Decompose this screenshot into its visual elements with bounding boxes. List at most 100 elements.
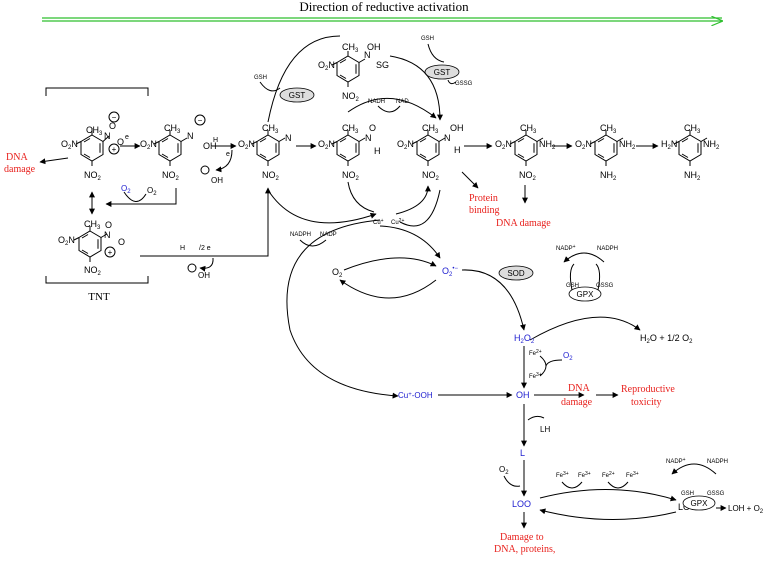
ch3-label: CH3 (86, 125, 103, 137)
water-half-oxygen: H2O + 1/2 O2 (640, 333, 693, 345)
svg-text:NO2: NO2 (422, 170, 440, 182)
svg-text:O: O (118, 237, 125, 247)
svg-text:NO2: NO2 (342, 170, 360, 182)
svg-text:GSSG: GSSG (707, 491, 725, 497)
svg-text:O2N: O2N (238, 139, 255, 151)
diamino-nitrotoluene-structure (589, 130, 624, 166)
svg-text:NAD: NAD (396, 99, 409, 105)
svg-text:NO2: NO2 (519, 170, 537, 182)
svg-text:O2N: O2N (140, 139, 157, 151)
svg-text:NH2: NH2 (684, 170, 701, 182)
svg-text:NADH: NADH (368, 99, 385, 105)
svg-text:NADPH: NADPH (707, 459, 728, 465)
svg-text:NADPH: NADPH (290, 232, 311, 238)
svg-text:+: + (108, 248, 113, 257)
svg-text:NH2: NH2 (703, 139, 720, 151)
svg-text:GSH: GSH (421, 36, 434, 42)
svg-text:O2N: O2N (575, 139, 592, 151)
dna-damage-left: DNA (6, 152, 28, 163)
svg-text:O2: O2 (499, 465, 509, 476)
arrow-to-dna-damage-left (39, 157, 69, 165)
loh-and-oxygen: LOH + O2 (728, 504, 764, 515)
svg-text:NO2: NO2 (84, 170, 102, 182)
nitro-label: N (104, 131, 111, 141)
damage-bottom: Damage to (500, 532, 544, 543)
svg-text:O2N: O2N (495, 139, 512, 151)
dna-damage-oh: DNA (568, 383, 590, 394)
svg-text:binding: binding (469, 205, 500, 216)
svg-text:OH: OH (203, 141, 217, 151)
svg-text:O2N: O2N (318, 60, 335, 72)
svg-text:NADP: NADP (320, 232, 337, 238)
svg-text:CH3: CH3 (342, 42, 359, 54)
svg-text:Fe3+: Fe3+ (529, 372, 542, 380)
hydroxide-1: OH (211, 176, 223, 185)
svg-text:OH: OH (198, 271, 210, 280)
svg-text:Cu2+: Cu2+ (391, 218, 404, 226)
svg-text:GSH: GSH (566, 283, 579, 289)
svg-text:N: N (364, 50, 371, 60)
svg-text:Fe3+: Fe3+ (556, 471, 569, 479)
sg-group: SG (376, 60, 389, 70)
svg-text:CH3: CH3 (520, 123, 537, 135)
svg-text:N: N (187, 131, 194, 141)
svg-text:O: O (109, 121, 116, 131)
svg-text:+: + (112, 145, 117, 154)
svg-text:damage: damage (561, 397, 593, 408)
svg-text:O2N: O2N (318, 139, 335, 151)
diagram-title: Direction of reductive activation (299, 0, 469, 14)
svg-text:O: O (369, 123, 376, 133)
svg-text:NO2: NO2 (84, 265, 102, 277)
svg-text:H: H (374, 146, 381, 156)
svg-text:Cu+: Cu+ (373, 218, 384, 226)
svg-text:NH2: NH2 (600, 170, 617, 182)
svg-text:NH2: NH2 (619, 139, 636, 151)
svg-text:Fe3+: Fe3+ (626, 471, 639, 479)
svg-text:CH3: CH3 (684, 123, 701, 135)
svg-text:−: − (198, 116, 203, 125)
svg-text:GSH: GSH (254, 75, 267, 81)
svg-text:CH3: CH3 (262, 123, 279, 135)
svg-text:NO2: NO2 (262, 170, 280, 182)
lipid-lh: LH (540, 425, 550, 434)
svg-text:O2: O2 (147, 186, 157, 197)
superoxide-radical: O2•− (442, 266, 458, 278)
dna-damage-mid: DNA damage (496, 218, 551, 229)
svg-text:CH3: CH3 (342, 123, 359, 135)
svg-text:NH2: NH2 (539, 139, 556, 151)
svg-text:NO2: NO2 (342, 91, 360, 103)
svg-text:GST: GST (434, 68, 451, 77)
tnt-radical-anion-structure: − + (75, 111, 120, 166)
svg-text:toxicity: toxicity (631, 397, 662, 408)
svg-text:SOD: SOD (507, 269, 525, 278)
tnt-bracket-bottom (45, 276, 149, 284)
svg-text:OH: OH (450, 123, 464, 133)
svg-text:NADP+: NADP+ (556, 244, 576, 252)
svg-text:GSH: GSH (681, 491, 694, 497)
svg-text:GSSG: GSSG (455, 81, 473, 87)
glutathione-conjugate-structure (331, 51, 366, 87)
svg-text:CH3: CH3 (164, 123, 181, 135)
svg-text:O: O (117, 137, 124, 147)
gst-enzyme-2: GST (424, 64, 460, 80)
svg-text:GPX: GPX (691, 499, 709, 508)
svg-text:NADP+: NADP+ (666, 457, 686, 465)
svg-text:O: O (105, 220, 112, 230)
svg-text:e: e (125, 134, 129, 141)
gst-enzyme-1: GST (279, 87, 315, 103)
svg-text:damage: damage (4, 164, 36, 175)
svg-text:DNA, proteins,: DNA, proteins, (494, 544, 555, 555)
svg-text:CH3: CH3 (422, 123, 439, 135)
tnt-bracket-top (45, 87, 149, 96)
superoxide-small-left: O2 (121, 184, 131, 195)
nitroso-structure (251, 130, 286, 166)
hydroxylamine-radical-structure: − (153, 114, 206, 166)
svg-text:O2: O2 (563, 351, 573, 362)
svg-text:H2N: H2N (661, 139, 677, 151)
tnt-label: TNT (88, 291, 110, 303)
gpx-enzyme-1: GPX (568, 286, 602, 302)
svg-text:Fe3+: Fe3+ (578, 471, 591, 479)
svg-text:GSSG: GSSG (596, 283, 614, 289)
lipid-peroxyl-radical: LOO (512, 499, 531, 509)
sod-enzyme: SOD (498, 265, 534, 281)
